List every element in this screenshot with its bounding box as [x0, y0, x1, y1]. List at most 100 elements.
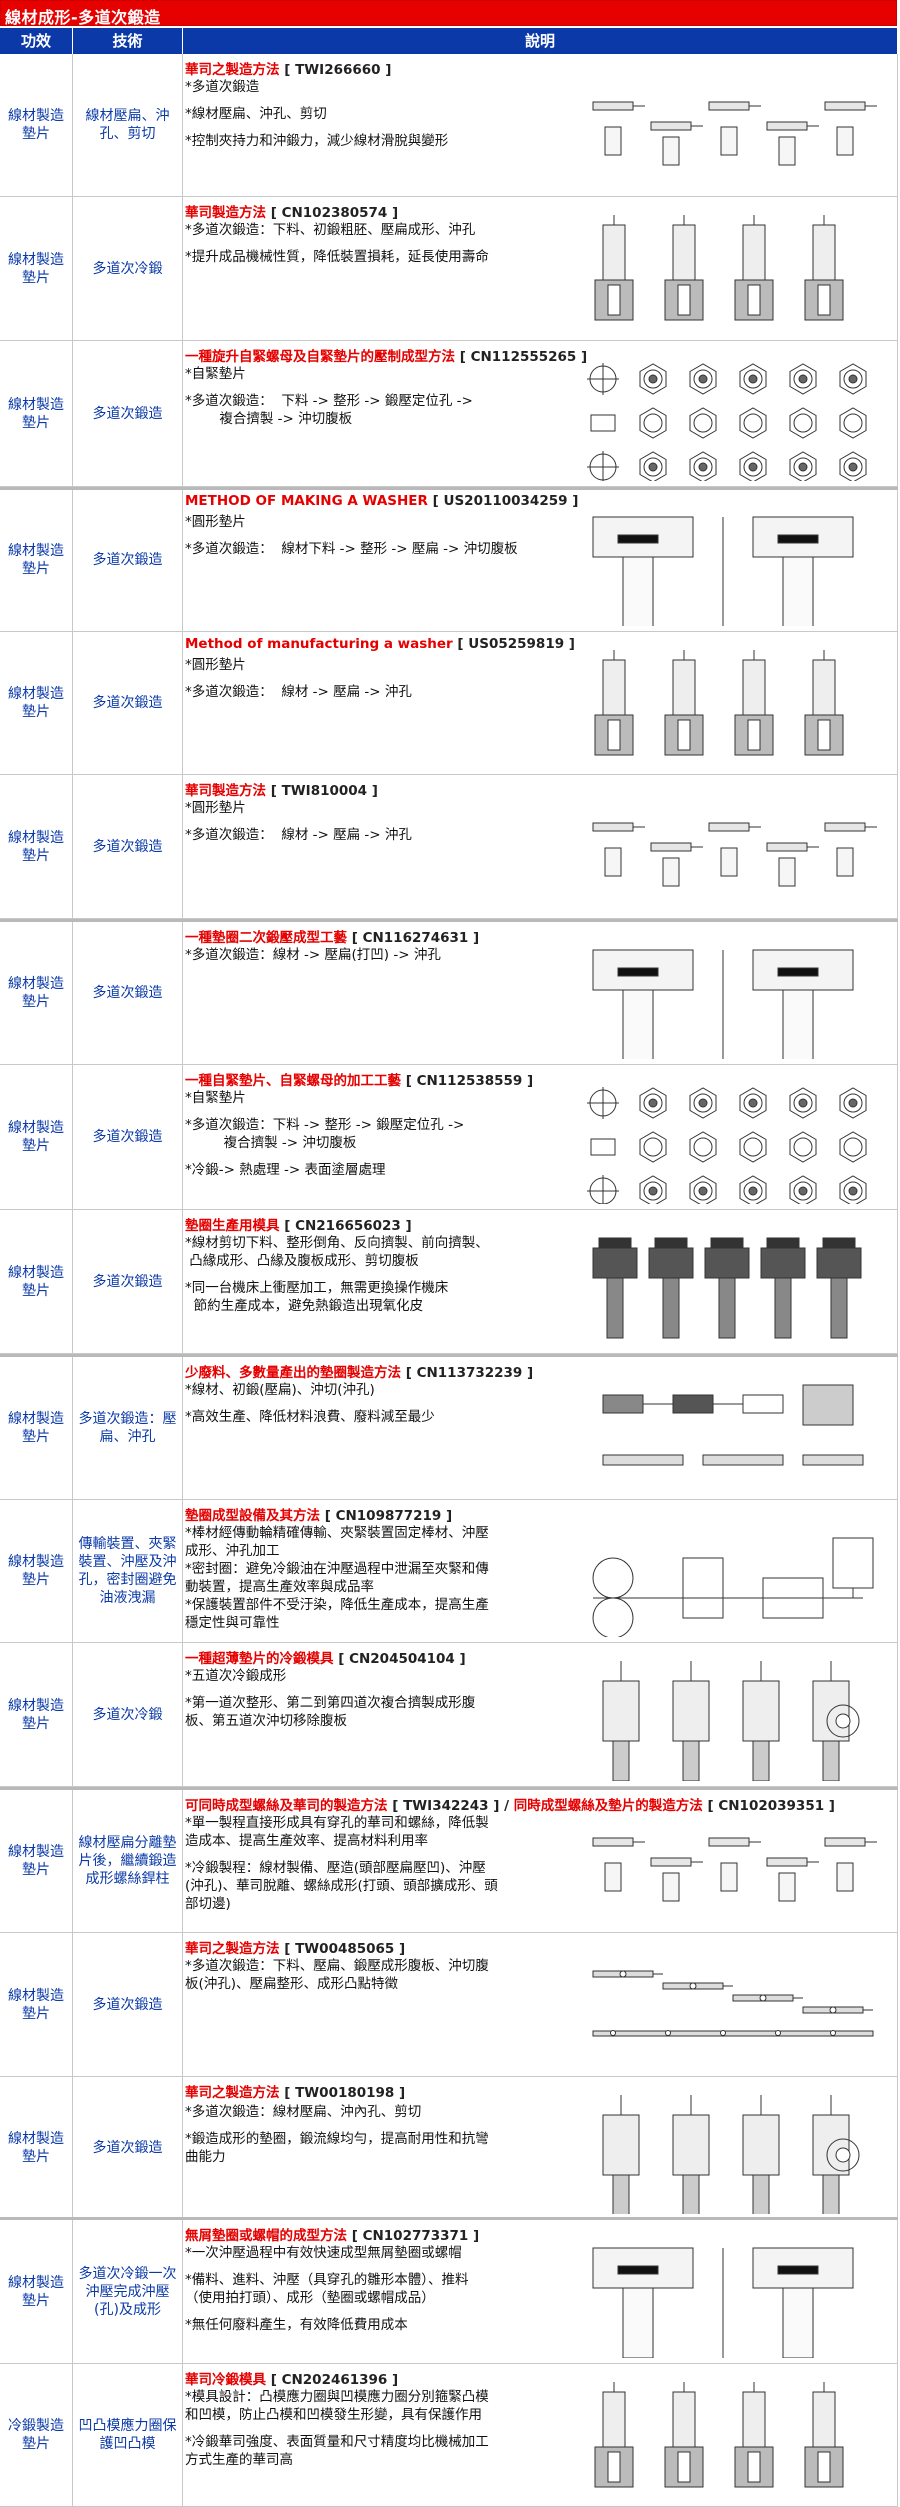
description-cell: 墊圈成型設備及其方法 [ CN109877219 ]*棒材經傳動輪精確傳輸、夾緊… — [183, 1500, 898, 1643]
description-line: *多道次鍛造：下料、壓扁、鍛壓成形腹板、沖切腹 — [185, 1958, 489, 1974]
patent-figure — [592, 822, 877, 887]
patent-figure — [592, 1537, 874, 1637]
function-cell: 線材製造墊片 — [0, 2077, 73, 2220]
description-cell: 一種墊圈二次鍛壓成型工藝 [ CN116274631 ]*多道次鍛造：線材 ->… — [183, 922, 898, 1065]
patent-source: 少廢料、多數量產出的墊圈製造方法 [ CN113732239 ] — [185, 1361, 533, 1381]
description-line: 複合擠製 -> 沖切腹板 — [185, 411, 353, 427]
table-row: 線材製造墊片傳輸裝置、夾緊裝置、沖壓及沖孔，密封圈避免油液洩漏墊圈成型設備及其方… — [0, 1500, 898, 1643]
description-line: *多道次鍛造： 線材下料 -> 整形 -> 壓扁 -> 沖切腹板 — [185, 541, 518, 557]
technique-cell: 多道次冷鍛一次沖壓完成沖壓(孔)及成形 — [73, 2220, 183, 2364]
description-line: （使用拍打頭）、成形（墊圈或螺帽成品） — [185, 2290, 435, 2306]
description-line: *一次沖壓過程中有效快速成型無屑墊圈或螺帽 — [185, 2245, 462, 2261]
patent-number: [ CN116274631 ] — [351, 930, 480, 946]
description-line: *模具設計：凸模應力圈與凹模應力圈分別箍緊凸模 — [185, 2389, 489, 2405]
patent-number: [ CN202461396 ] — [270, 2372, 399, 2388]
description-line — [185, 2424, 489, 2433]
description-line: *備料、進料、沖壓（具穿孔的雛形本體）、推料 — [185, 2272, 469, 2288]
table-row: 線材製造墊片多道次鍛造墊圈生產用模具 [ CN216656023 ]*線材剪切下… — [0, 1210, 898, 1354]
description-line: *冷鍛-> 熱處理 -> 表面塗層處理 — [185, 1162, 386, 1178]
technique-cell: 多道次鍛造 — [73, 341, 183, 487]
description-cell: 墊圈生產用模具 [ CN216656023 ]*線材剪切下料、整形倒角、反向擠製… — [183, 1210, 898, 1354]
title-bar: 線材成形-多道次鍛造 — [0, 0, 897, 27]
description-text: *一次沖壓過程中有效快速成型無屑墊圈或螺帽 *備料、進料、沖壓（具穿孔的雛形本體）… — [185, 2244, 469, 2334]
patent-title: METHOD OF MAKING A WASHER — [185, 493, 428, 509]
description-line: 穩定性與可靠性 — [185, 1615, 280, 1631]
description-cell: 華司之製造方法 [ TW00180198 ]*多道次鍛造：線材壓扁、沖內孔、剪切… — [183, 2077, 898, 2220]
description-text: *多道次鍛造：下料、壓扁、鍛壓成形腹板、沖切腹板(沖孔)、壓扁整形、成形凸點特徵 — [185, 1957, 489, 1993]
description-cell: 華司之製造方法 [ TWI266660 ]*多道次鍛造*線材壓扁、沖孔、剪切*控… — [183, 54, 898, 197]
description-line — [185, 1107, 464, 1116]
patent-title: 墊圈生產用模具 — [185, 1218, 280, 1234]
patent-title: 同時成型螺絲及墊片的製造方法 — [513, 1798, 703, 1814]
description-line: *圓形墊片 — [185, 657, 246, 673]
description-line: 節約生產成本，避免熱鍛造出現氧化皮 — [185, 1298, 424, 1314]
patent-source: 墊圈生產用模具 [ CN216656023 ] — [185, 1214, 412, 1234]
description-line: 造成本、提高生產效率、提高材料利用率 — [185, 1833, 428, 1849]
patent-source: 華司製造方法 [ CN102380574 ] — [185, 201, 398, 221]
patent-source: METHOD OF MAKING A WASHER [ US2011003425… — [185, 493, 578, 509]
description-line: *線材剪切下料、整形倒角、反向擠製、前向擠製、 — [185, 1235, 489, 1251]
description-line: 凸緣成形、凸緣及腹板成形、剪切腹板 — [185, 1253, 419, 1269]
technique-cell: 多道次鍛造：壓扁、沖孔 — [73, 1357, 183, 1500]
function-cell: 線材製造墊片 — [0, 1643, 73, 1787]
patent-source: 無屑墊圈或螺帽的成型方法 [ CN102773371 ] — [185, 2224, 479, 2244]
patent-figure — [592, 1837, 877, 1902]
patent-figure — [592, 1237, 862, 1339]
description-line: 曲能力 — [185, 2149, 226, 2165]
technique-cell: 線材壓扁分離墊片後，繼續鍛造成形螺絲銲柱 — [73, 1790, 183, 1933]
description-line — [185, 123, 448, 132]
patent-title: 可同時成型螺絲及華司的製造方法 — [185, 1798, 388, 1814]
description-line: *線材、初鍛(壓扁)、沖切(沖孔) — [185, 1382, 375, 1398]
description-line: *多道次鍛造：線材壓扁、沖內孔、剪切 — [185, 2104, 422, 2120]
table-row: 線材製造墊片多道次鍛造華司之製造方法 [ TW00180198 ]*多道次鍛造：… — [0, 2077, 898, 2220]
description-text: *多道次鍛造：下料、初鍛粗胚、壓扁成形、沖孔*提升成品機械性質，降低裝置損耗，延… — [185, 221, 489, 266]
description-cell: Method of manufacturing a washer [ US052… — [183, 632, 898, 775]
description-cell: 一種超薄墊片的冷鍛模具 [ CN204504104 ]*五道次冷鍛成形*第一道次… — [183, 1643, 898, 1787]
description-line: *多道次鍛造： 線材 -> 壓扁 -> 沖孔 — [185, 827, 412, 843]
description-text: *線材、初鍛(壓扁)、沖切(沖孔) *高效生產、降低材料浪費、廢料減至最少 — [185, 1381, 435, 1426]
table-row: 線材製造墊片線材壓扁分離墊片後，繼續鍛造成形螺絲銲柱可同時成型螺絲及華司的製造方… — [0, 1790, 898, 1933]
group-separator — [0, 487, 898, 490]
table-row: 線材製造墊片多道次鍛造一種墊圈二次鍛壓成型工藝 [ CN116274631 ]*… — [0, 922, 898, 1065]
patent-source: 一種超薄墊片的冷鍛模具 [ CN204504104 ] — [185, 1647, 466, 1667]
description-cell: 少廢料、多數量產出的墊圈製造方法 [ CN113732239 ]*線材、初鍛(壓… — [183, 1357, 898, 1500]
technique-cell: 多道次鍛造 — [73, 2077, 183, 2220]
description-text: *棒材經傳動輪精確傳輸、夾緊裝置固定棒材、沖壓成形、沖孔加工*密封圈：避免冷鍛油… — [185, 1524, 489, 1632]
table-row: 線材製造墊片多道次鍛造：壓扁、沖孔少廢料、多數量產出的墊圈製造方法 [ CN11… — [0, 1357, 898, 1500]
description-line: *冷鍛製程：線材製備、壓造(頭部壓扁壓凹)、沖壓 — [185, 1860, 486, 1876]
header-technique: 技術 — [73, 28, 183, 54]
description-line: *多道次鍛造： 線材 -> 壓扁 -> 沖孔 — [185, 684, 412, 700]
description-line: 板、第五道次沖切移除腹板 — [185, 1713, 347, 1729]
technique-cell: 多道次鍛造 — [73, 1210, 183, 1354]
description-line: *多道次鍛造：線材 -> 壓扁(打凹) -> 沖孔 — [185, 947, 441, 963]
description-text: *多道次鍛造*線材壓扁、沖孔、剪切*控制夾持力和沖鍛力，減少線材滑脫與變形 — [185, 78, 448, 150]
patent-source: 可同時成型螺絲及華司的製造方法 [ TWI342243 ] / 同時成型螺絲及墊… — [185, 1798, 835, 1814]
description-line — [185, 383, 473, 392]
description-text: *線材剪切下料、整形倒角、反向擠製、前向擠製、 凸緣成形、凸緣及腹板成形、剪切腹… — [185, 1234, 489, 1315]
description-line: *多道次鍛造：下料、初鍛粗胚、壓扁成形、沖孔 — [185, 222, 476, 238]
function-cell: 線材製造墊片 — [0, 2220, 73, 2364]
patent-source: 華司冷鍛模具 [ CN202461396 ] — [185, 2368, 398, 2388]
patent-title: 墊圈成型設備及其方法 — [185, 1508, 320, 1524]
description-cell: 華司冷鍛模具 [ CN202461396 ]*模具設計：凸模應力圈與凹模應力圈分… — [183, 2364, 898, 2507]
description-line: 方式生產的華司高 — [185, 2452, 293, 2468]
table-row: 線材製造墊片多道次鍛造華司製造方法 [ TWI810004 ]*圓形墊片*多道次… — [0, 775, 898, 919]
description-line: *無任何廢料產生，有效降低費用成本 — [185, 2317, 408, 2333]
description-cell: 華司之製造方法 [ TW00485065 ]*多道次鍛造：下料、壓扁、鍛壓成形腹… — [183, 1933, 898, 2077]
technique-cell: 多道次冷鍛 — [73, 197, 183, 341]
function-cell: 線材製造墊片 — [0, 1065, 73, 1210]
patent-source: 華司之製造方法 [ TWI266660 ] — [185, 58, 391, 78]
group-separator — [0, 2217, 898, 2220]
patent-figure — [594, 650, 844, 756]
patent-number: [ CN102039351 ] — [707, 1798, 835, 1814]
description-line: *高效生產、降低材料浪費、廢料減至最少 — [185, 1409, 435, 1425]
patent-figure — [592, 516, 854, 626]
patent-title: 一種旋升自緊螺母及自緊墊片的壓制成型方法 — [185, 349, 455, 365]
patent-figure — [592, 949, 854, 1059]
patent-number: [ CN109877219 ] — [324, 1508, 453, 1524]
description-text: *單一製程直接形成具有穿孔的華司和螺絲，降低製造成本、提高生產效率、提高材料利用… — [185, 1814, 498, 1913]
description-line: (沖孔)、華司脫離、螺絲成形(打頭、頭部擴成形、頭 — [185, 1878, 498, 1894]
patent-source: 華司製造方法 [ TWI810004 ] — [185, 779, 378, 799]
technique-cell: 多道次冷鍛 — [73, 1643, 183, 1787]
patent-number: [ CN216656023 ] — [284, 1218, 412, 1234]
